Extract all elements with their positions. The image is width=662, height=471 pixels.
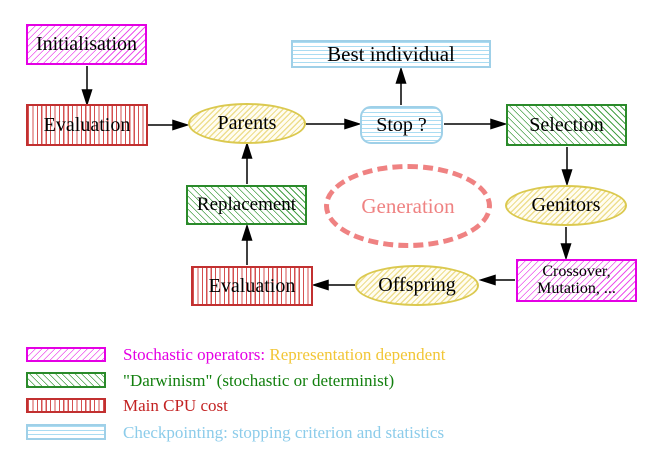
node-offspring-label: Offspring xyxy=(378,274,456,296)
legend-label-stochastic: Stochastic operators: Representation dep… xyxy=(123,346,445,363)
arrow-selection-to-genitors xyxy=(561,147,573,187)
node-selection-label: Selection xyxy=(529,113,604,136)
legend-swatch-checkpointing xyxy=(26,424,106,440)
generation-label: Generation xyxy=(361,193,455,218)
node-evaluation-bottom: Evaluation xyxy=(191,266,313,306)
node-evaluation-top: Evaluation xyxy=(26,104,148,146)
node-parents-label: Parents xyxy=(217,112,277,134)
legend-representation-text: Representation dependent xyxy=(269,345,446,364)
node-best-individual-label: Best individual xyxy=(327,41,455,66)
node-best-individual: Best individual xyxy=(291,40,491,68)
node-crossover-line2: Mutation, ... xyxy=(537,279,616,297)
node-evaluation-top-label: Evaluation xyxy=(43,113,131,136)
node-genitors-label: Genitors xyxy=(531,194,601,216)
arrow-evaluation-to-replacement xyxy=(241,223,253,265)
node-replacement-label: Replacement xyxy=(196,194,297,216)
legend-stochastic-text: Stochastic operators: xyxy=(123,345,266,364)
legend-swatch-cpu-cost xyxy=(26,398,106,413)
arrow-parents-to-stop xyxy=(306,118,362,130)
node-selection: Selection xyxy=(506,104,627,146)
arrow-stop-to-best-individual xyxy=(395,66,407,105)
node-initialisation: Initialisation xyxy=(26,24,147,65)
node-parents: Parents xyxy=(188,103,306,144)
arrow-stop-to-selection xyxy=(444,118,508,130)
generation-loop-ellipse: Generation xyxy=(324,164,492,248)
node-crossover-mutation: Crossover, Mutation, ... xyxy=(516,259,637,302)
legend-label-cpu-cost: Main CPU cost xyxy=(123,396,228,415)
legend-swatch-stochastic xyxy=(26,347,106,362)
node-offspring: Offspring xyxy=(355,265,479,306)
arrow-crossover-to-offspring xyxy=(478,274,515,286)
arrow-evaluation-to-parents xyxy=(148,119,190,131)
node-replacement: Replacement xyxy=(186,185,307,225)
legend-swatch-darwinism xyxy=(26,372,106,388)
legend-label-checkpointing: Checkpointing: stopping criterion and st… xyxy=(123,423,445,442)
node-genitors: Genitors xyxy=(505,185,627,226)
arrow-replacement-to-parents xyxy=(241,141,253,184)
legend-label-darwinism: "Darwinism" (stochastic or determinist) xyxy=(123,371,395,390)
node-stop-label: Stop ? xyxy=(376,113,427,136)
node-evaluation-bottom-label: Evaluation xyxy=(208,274,296,297)
node-stop: Stop ? xyxy=(360,106,443,144)
node-crossover-line1: Crossover, xyxy=(542,262,611,280)
node-initialisation-label: Initialisation xyxy=(35,33,138,55)
arrow-offspring-to-evaluation xyxy=(311,279,355,291)
arrow-initialisation-to-evaluation xyxy=(81,66,93,107)
arrow-genitors-to-crossover xyxy=(560,227,572,261)
